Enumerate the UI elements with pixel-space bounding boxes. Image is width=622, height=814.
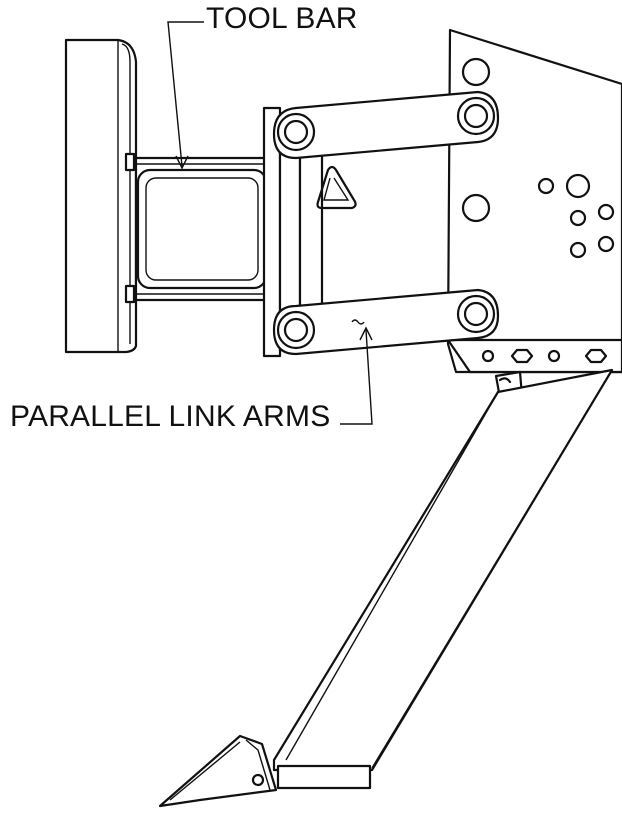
upper-link-arm [272, 90, 500, 160]
lower-link-arm [272, 288, 500, 356]
tool-bar-label: TOOL BAR [206, 2, 358, 35]
shank [272, 368, 614, 790]
frame-rail [446, 338, 622, 374]
spring-clip [316, 165, 357, 210]
parallel-link-arms-label: PARALLEL LINK ARMS [10, 400, 331, 433]
tool-bar [134, 156, 270, 302]
leader-lines [167, 21, 373, 425]
shovel-point [158, 734, 278, 808]
mounting-plate [64, 38, 138, 354]
